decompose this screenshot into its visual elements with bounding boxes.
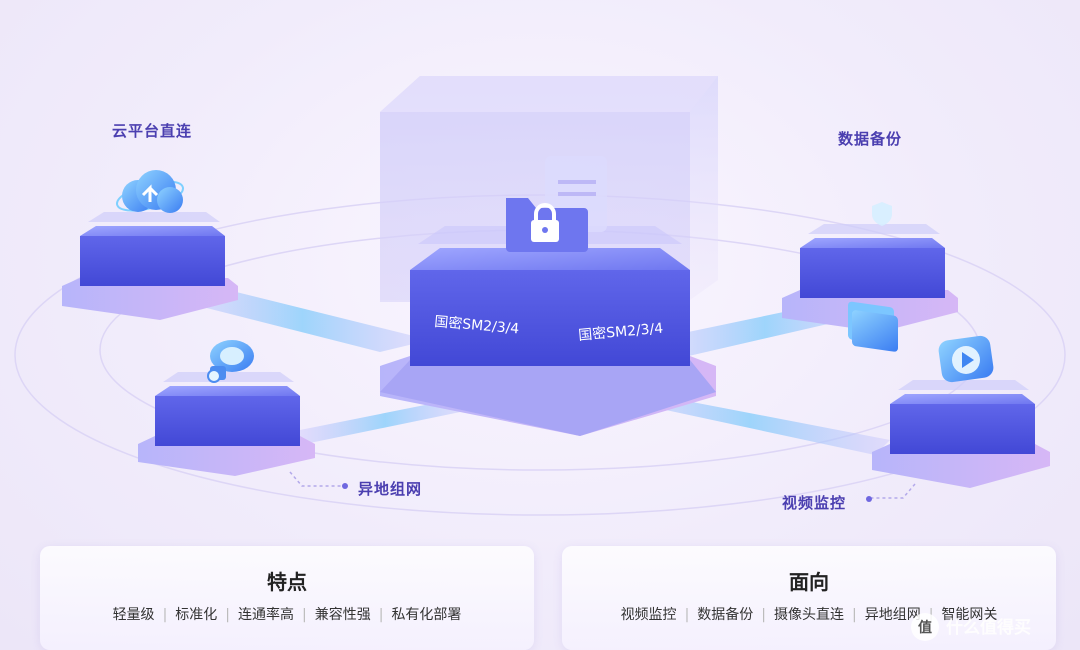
features-list: 轻量级 | 标准化 | 连通率高 | 兼容性强 | 私有化部署 xyxy=(40,604,534,624)
feature-item: 轻量级 xyxy=(112,607,155,623)
node-remote-network xyxy=(138,372,315,476)
target-item: 异地组网 xyxy=(864,607,921,623)
targets-title: 面向 xyxy=(789,570,829,594)
leader-dot xyxy=(342,483,348,489)
targets-card: 面向 视频监控|数据备份|摄像头直连|异地组网|智能网关 xyxy=(562,546,1056,650)
node-video-monitor xyxy=(872,380,1050,488)
video-play-icon xyxy=(938,335,994,383)
watermark-text: 什么值得买 xyxy=(946,617,1031,638)
divider: | xyxy=(378,607,384,623)
features-card: 特点 轻量级 | 标准化 | 连通率高 | 兼容性强 | 私有化部署 xyxy=(40,546,534,650)
divider: | xyxy=(761,607,766,623)
divider: | xyxy=(852,607,857,623)
node-label-network: 异地组网 xyxy=(358,480,423,498)
target-item: 数据备份 xyxy=(697,607,754,623)
target-item: 智能网关 xyxy=(941,607,998,623)
target-item: 摄像头直连 xyxy=(774,607,844,623)
divider: | xyxy=(225,607,230,623)
central-hub xyxy=(380,226,716,436)
network-device-icon xyxy=(207,340,254,383)
divider: | xyxy=(302,607,307,623)
divider: | xyxy=(684,607,690,623)
node-cloud-platform xyxy=(62,212,238,320)
svg-text:值: 值 xyxy=(918,619,932,636)
smzdm-logo-icon: 值 xyxy=(911,613,939,641)
leader-dot xyxy=(866,496,872,502)
feature-item: 私有化部署 xyxy=(391,607,462,623)
smzdm-watermark: 值 什么值得买 xyxy=(911,613,1031,641)
node-label-cloud: 云平台直连 xyxy=(112,122,193,140)
node-label-video: 视频监控 xyxy=(782,494,847,512)
cloud-upload-icon xyxy=(116,170,184,213)
shield-folder-icon xyxy=(848,202,898,352)
targets-list: 视频监控|数据备份|摄像头直连|异地组网|智能网关 xyxy=(562,604,1056,624)
target-item: 视频监控 xyxy=(620,607,677,623)
feature-item: 兼容性强 xyxy=(314,607,371,623)
features-title: 特点 xyxy=(267,570,307,594)
label-leaders xyxy=(289,471,916,499)
feature-item: 连通率高 xyxy=(238,607,294,623)
feature-item: 标准化 xyxy=(175,607,218,623)
node-label-backup: 数据备份 xyxy=(838,130,903,148)
lock-folder-icon xyxy=(506,156,607,252)
divider: | xyxy=(162,607,168,623)
